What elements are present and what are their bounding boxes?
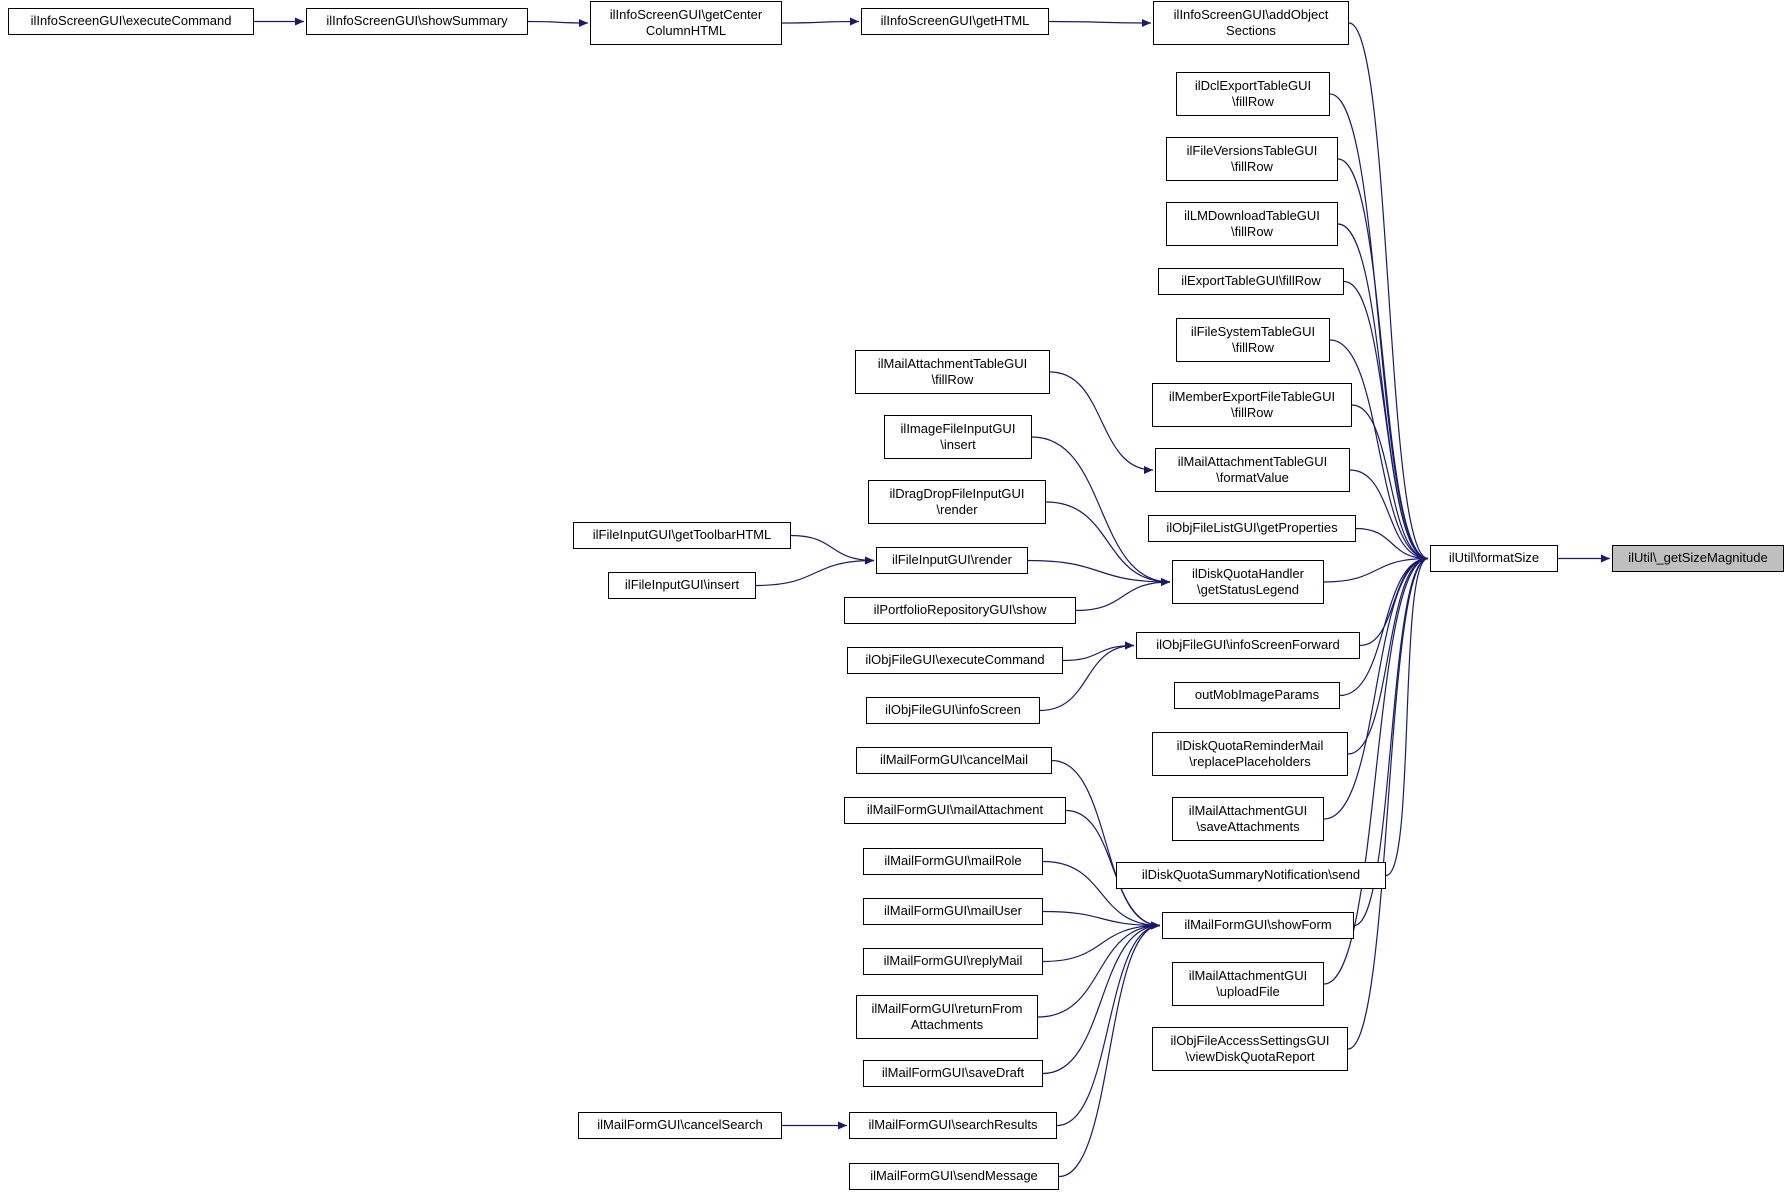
node-outmobimageparams[interactable]: outMobImageParams (1174, 682, 1340, 709)
node-ilfileversionstablegui-fillrow[interactable]: ilFileVersionsTableGUI \fillRow (1166, 137, 1338, 181)
node-ilmailformgui-searchresults[interactable]: ilMailFormGUI\searchResults (849, 1112, 1057, 1139)
node-ilmailformgui-cancelmail[interactable]: ilMailFormGUI\cancelMail (856, 747, 1052, 774)
node-ilfileinputgui-gettoolbarhtml[interactable]: ilFileInputGUI\getToolbarHTML (573, 522, 791, 549)
node-ilutil-getsizemagnitude: ilUtil\_getSizeMagnitude (1612, 545, 1784, 572)
node-ilexporttablegui-fillrow[interactable]: ilExportTableGUI\fillRow (1158, 268, 1344, 295)
node-ilinfoscreengui-showsummary[interactable]: ilInfoScreenGUI\showSummary (306, 8, 528, 35)
node-ildclexporttablegui-fillrow[interactable]: ilDclExportTableGUI \fillRow (1176, 72, 1330, 116)
node-ilmailformgui-mailattachment[interactable]: ilMailFormGUI\mailAttachment (844, 797, 1066, 824)
node-ilmailformgui-mailuser[interactable]: ilMailFormGUI\mailUser (863, 898, 1043, 925)
node-ilobjfilegui-infoscreenforward[interactable]: ilObjFileGUI\infoScreenForward (1136, 632, 1360, 659)
node-ilmailformgui-replymail[interactable]: ilMailFormGUI\replyMail (863, 948, 1043, 975)
node-ilmailformgui-returnfromattachments[interactable]: ilMailFormGUI\returnFrom Attachments (856, 995, 1038, 1039)
node-ilinfoscreengui-gethtml[interactable]: ilInfoScreenGUI\getHTML (861, 8, 1049, 35)
node-ilmailformgui-cancelsearch[interactable]: ilMailFormGUI\cancelSearch (578, 1112, 782, 1139)
node-ilmailformgui-savedraft[interactable]: ilMailFormGUI\saveDraft (863, 1060, 1043, 1087)
node-ilfilesystemtablegui-fillrow[interactable]: ilFileSystemTableGUI \fillRow (1176, 318, 1330, 362)
node-ilmailformgui-sendmessage[interactable]: ilMailFormGUI\sendMessage (849, 1163, 1059, 1190)
node-ilimagefileinputgui-insert[interactable]: ilImageFileInputGUI \insert (884, 415, 1032, 459)
node-ilinfoscreengui-executecommand[interactable]: ilInfoScreenGUI\executeCommand (8, 8, 254, 35)
node-ilinfoscreengui-addobjectsections[interactable]: ilInfoScreenGUI\addObject Sections (1153, 1, 1349, 45)
node-ildiskquotaremindermail-replaceplaceholders[interactable]: ilDiskQuotaReminderMail \replacePlacehol… (1152, 732, 1348, 776)
node-ilmailattachmentgui-uploadfile[interactable]: ilMailAttachmentGUI \uploadFile (1172, 962, 1324, 1006)
node-ilutil-formatsize[interactable]: ilUtil\formatSize (1430, 545, 1558, 572)
node-ildiskquotasummarynotification-send[interactable]: ilDiskQuotaSummaryNotification\send (1116, 862, 1386, 889)
node-illmdownloadtablegui-fillrow[interactable]: ilLMDownloadTableGUI \fillRow (1166, 202, 1338, 246)
node-ilmailformgui-mailrole[interactable]: ilMailFormGUI\mailRole (863, 848, 1043, 875)
node-ilfileinputgui-render[interactable]: ilFileInputGUI\render (876, 547, 1028, 574)
node-ilinfoscreengui-getcentercolumnhtml[interactable]: ilInfoScreenGUI\getCenter ColumnHTML (590, 1, 782, 45)
node-ildragdropfileinputgui-render[interactable]: ilDragDropFileInputGUI \render (868, 480, 1046, 524)
node-ilmailattachmentgui-saveattachments[interactable]: ilMailAttachmentGUI \saveAttachments (1172, 797, 1324, 841)
node-ilobjfilegui-executecommand[interactable]: ilObjFileGUI\executeCommand (847, 647, 1063, 674)
node-ilmemberexportfiletablegui-fillrow[interactable]: ilMemberExportFileTableGUI \fillRow (1152, 383, 1352, 427)
node-ilfileinputgui-insert[interactable]: ilFileInputGUI\insert (608, 572, 756, 599)
node-ilmailattachmenttablegui-fillrow[interactable]: ilMailAttachmentTableGUI \fillRow (855, 350, 1050, 394)
node-ilmailformgui-showform[interactable]: ilMailFormGUI\showForm (1162, 912, 1354, 939)
node-ilobjfilelistgui-getproperties[interactable]: ilObjFileListGUI\getProperties (1148, 515, 1356, 542)
node-ilobjfilegui-infoscreen[interactable]: ilObjFileGUI\infoScreen (866, 697, 1040, 724)
node-ilportfoliorepositorygui-show[interactable]: ilPortfolioRepositoryGUI\show (844, 597, 1076, 624)
node-ildiskquotahandler-getstatuslegend[interactable]: ilDiskQuotaHandler \getStatusLegend (1172, 560, 1324, 604)
node-ilmailattachmenttablegui-formatvalue[interactable]: ilMailAttachmentTableGUI \formatValue (1155, 448, 1350, 492)
node-ilobjfileaccesssettingsgui-viewdiskquotareport[interactable]: ilObjFileAccessSettingsGUI \viewDiskQuot… (1152, 1027, 1348, 1071)
